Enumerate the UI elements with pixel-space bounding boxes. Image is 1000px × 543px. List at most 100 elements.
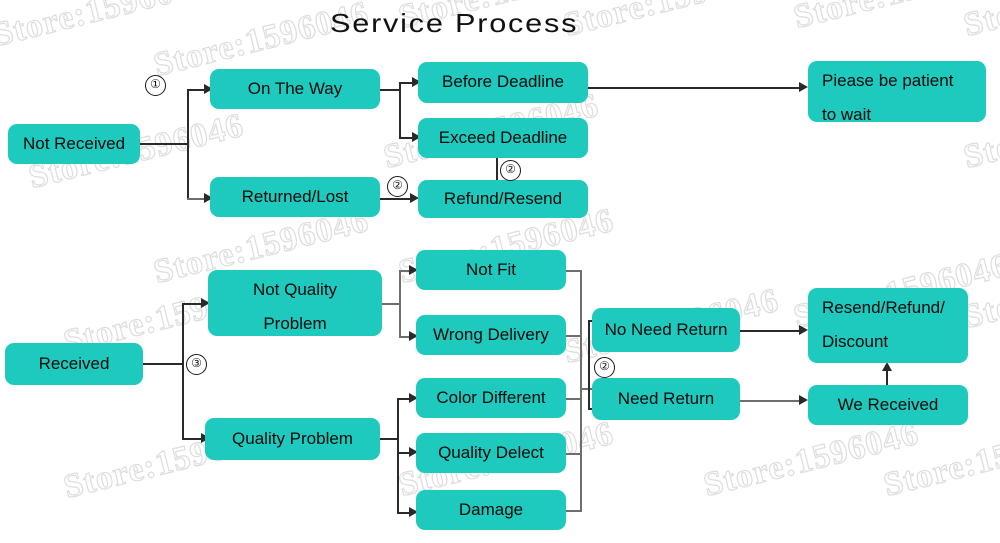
arrow-before-deadline: [412, 77, 421, 87]
node-resend-refund-discount[interactable]: Resend/Refund/ Discount: [808, 288, 968, 363]
arrow-not-fit: [409, 265, 418, 275]
stub-damage: [566, 510, 582, 512]
arrow-needreturn-wereceived: [799, 395, 808, 405]
watermark-text: Store:1596046: [789, 0, 1000, 37]
arrow-quality-delect: [409, 447, 418, 457]
node-need-return[interactable]: Need Return: [592, 378, 740, 420]
node-not-quality-problem-line2: Problem: [263, 314, 327, 334]
node-before-deadline[interactable]: Before Deadline: [418, 62, 588, 103]
watermark-text: Store:1596046: [699, 414, 923, 504]
connector-bus-returnsplit: [580, 388, 593, 390]
connector-trunk-notqualityproblem: [182, 303, 202, 305]
connector-exceeddeadline-refund: [496, 158, 498, 190]
connector-noneedreturn-resend: [740, 330, 802, 332]
connector-ontheway-split: [380, 89, 400, 91]
step-marker-two-return: ②: [594, 357, 615, 378]
connector-trunk-ontheway: [187, 89, 205, 91]
arrow-damage: [409, 507, 418, 517]
node-damage-label: Damage: [458, 499, 524, 519]
step-marker-two-returned: ②: [387, 176, 408, 197]
watermark-text: Store:1596046: [0, 0, 213, 55]
node-not-fit-label: Not Fit: [465, 259, 517, 279]
connector-received-trunk: [143, 363, 183, 365]
arrow-wrong-delivery: [409, 331, 418, 341]
arrow-trunk-returnedlost: [204, 193, 213, 203]
node-please-be-patient-line1: Piease be patient: [822, 71, 954, 90]
connector-nqp-split: [382, 303, 400, 305]
arrow-wereceived-resend: [882, 362, 892, 371]
connector-nqp-split-vertical: [399, 270, 401, 337]
stub-quality-delect: [566, 453, 582, 455]
connector-returnedlost-refund: [380, 198, 412, 200]
stub-color-different: [566, 398, 582, 400]
connector-needreturn-wereceived: [740, 400, 802, 402]
connector-trunk-qualityproblem: [182, 438, 202, 440]
connector-qp-split-vertical: [397, 398, 399, 513]
node-not-quality-problem[interactable]: Not Quality Problem: [208, 270, 382, 336]
connector-beforedeadline-pleasewait: [588, 87, 803, 89]
node-we-received-label: We Received: [837, 394, 939, 414]
node-not-received[interactable]: Not Received: [8, 124, 140, 164]
arrow-not-quality-problem: [201, 298, 210, 308]
node-quality-problem-label: Quality Problem: [232, 428, 353, 448]
node-please-be-patient[interactable]: Piease be patient to wait: [808, 61, 986, 124]
node-color-different-label: Color Different: [436, 387, 546, 407]
node-not-fit[interactable]: Not Fit: [416, 250, 566, 290]
node-we-received[interactable]: We Received: [808, 385, 968, 425]
node-received-label: Received: [38, 353, 110, 373]
node-exceed-deadline-label: Exceed Deadline: [438, 127, 568, 147]
node-exceed-deadline[interactable]: Exceed Deadline: [418, 118, 588, 158]
node-no-need-return-label: No Need Return: [604, 319, 728, 339]
node-need-return-label: Need Return: [617, 388, 715, 408]
connector-returnsplit-vertical: [588, 320, 590, 409]
node-color-different[interactable]: Color Different: [416, 378, 566, 418]
collector-bus-vertical: [580, 270, 582, 511]
connector-qp-split: [380, 438, 398, 440]
step-marker-two-exceed: ②: [500, 160, 521, 181]
connector-qp-qualitydelect: [397, 452, 411, 454]
watermark-text: Store:1596046: [879, 414, 1000, 504]
node-quality-delect[interactable]: Quality Delect: [416, 433, 566, 473]
stub-wrong-delivery: [566, 335, 582, 337]
arrow-returnedlost-refund: [410, 193, 419, 203]
node-wrong-delivery-label: Wrong Delivery: [433, 324, 549, 344]
node-returned-lost[interactable]: Returned/Lost: [210, 177, 380, 217]
node-on-the-way[interactable]: On The Way: [210, 69, 380, 109]
arrow-exceed-deadline: [412, 132, 421, 142]
connector-trunk-returnedlost: [187, 198, 205, 200]
node-before-deadline-label: Before Deadline: [442, 72, 564, 92]
node-refund-resend[interactable]: Refund/Resend: [418, 180, 588, 218]
node-returned-lost-label: Returned/Lost: [241, 186, 349, 206]
connector-notreceived-trunk: [140, 143, 188, 145]
arrow-color-different: [409, 393, 418, 403]
connector-bottom-trunk-vertical: [182, 303, 184, 439]
node-resend-refund-discount-line1: Resend/Refund/: [822, 298, 945, 317]
stub-not-fit: [566, 270, 582, 272]
node-quality-problem[interactable]: Quality Problem: [205, 418, 380, 460]
page-title: Service Process: [330, 8, 579, 38]
node-quality-delect-label: Quality Delect: [438, 442, 544, 462]
arrow-noneedreturn-resend: [799, 325, 808, 335]
node-please-be-patient-line2: to wait: [822, 105, 872, 125]
node-damage[interactable]: Damage: [416, 490, 566, 530]
node-no-need-return[interactable]: No Need Return: [592, 308, 740, 352]
node-refund-resend-label: Refund/Resend: [443, 188, 563, 208]
node-received[interactable]: Received: [5, 343, 143, 385]
node-on-the-way-label: On The Way: [247, 78, 343, 98]
node-wrong-delivery[interactable]: Wrong Delivery: [416, 315, 566, 355]
arrow-trunk-ontheway: [204, 84, 213, 94]
connector-ontheway-split-vertical: [399, 82, 401, 138]
connector-nqp-notfit: [399, 270, 411, 272]
arrow-please-wait: [799, 82, 808, 92]
connector-qp-damage: [397, 512, 411, 514]
step-marker-three: ③: [186, 354, 207, 375]
connector-split-beforedeadline: [399, 82, 413, 84]
node-not-received-label: Not Received: [22, 133, 126, 153]
connector-qp-colordifferent: [397, 398, 411, 400]
node-resend-refund-discount-line2: Discount: [822, 332, 889, 352]
step-marker-one: ①: [145, 75, 166, 96]
watermark-text: Store:1596046: [959, 0, 1000, 45]
node-not-quality-problem-line1: Not Quality: [252, 280, 338, 299]
connector-wereceived-resend: [886, 370, 888, 388]
